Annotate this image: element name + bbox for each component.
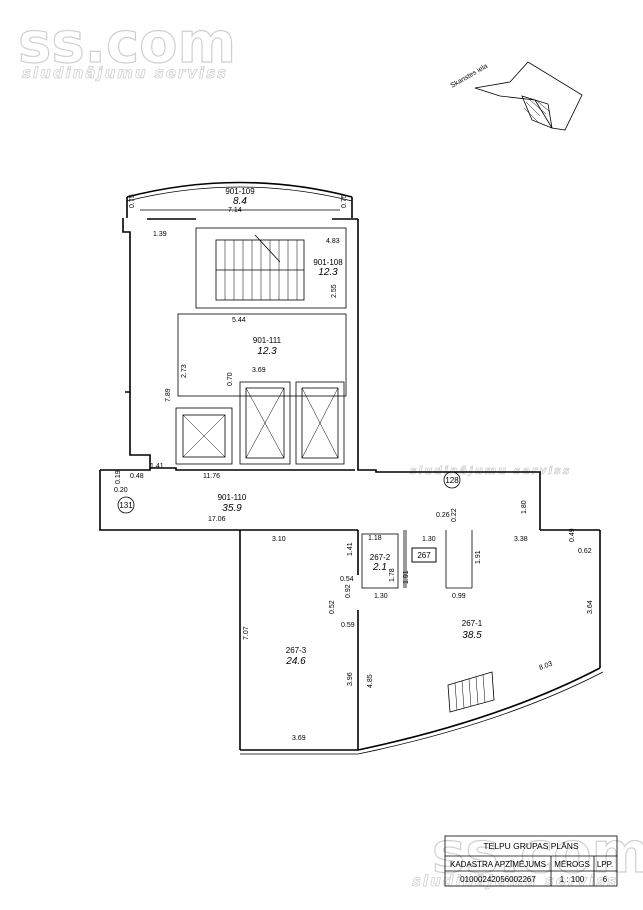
dim-label: 0.48 [130, 473, 144, 480]
building-walls [99, 218, 604, 755]
dim-label: 7.89 [165, 388, 172, 402]
room-area-901-108: 12.3 [318, 267, 338, 278]
dim-label: 11.76 [203, 473, 220, 480]
dim-label: 0.54 [340, 576, 354, 583]
title-block-page-value: 6 [603, 875, 608, 884]
watermark-tagline-mid: sludinājumu serviss [410, 464, 571, 477]
room-area-901-111: 12.3 [257, 346, 277, 357]
dim-label: 4.83 [326, 238, 340, 245]
dim-label: 0.26 [436, 512, 450, 519]
street-label: Skanstes iela [450, 63, 490, 90]
elevator-shafts [175, 381, 345, 465]
dim-label: 1.30 [422, 536, 436, 543]
dim-label: 17.06 [208, 516, 226, 523]
room-area-901-109: 8.4 [233, 196, 247, 207]
room-id-267-2: 267-2 [370, 553, 391, 562]
dim-label: 0.62 [578, 548, 592, 555]
dim-label: 1.80 [521, 500, 528, 514]
dim-label: 0.20 [114, 487, 128, 494]
title-block-title: TELPU GRUPAS PLĀNS [483, 841, 579, 851]
dim-label: 5.44 [232, 317, 246, 324]
title-block-scale-value: 1 : 100 [560, 875, 585, 884]
dim-label: 2.55 [331, 284, 338, 298]
room-id-901-109: 901-109 [225, 187, 255, 196]
room-labels: 901-109 8.4 901-108 12.3 901-111 12.3 90… [218, 187, 483, 667]
dim-label: 7.14 [228, 207, 242, 214]
room-id-901-108: 901-108 [313, 258, 343, 267]
room-area-267-2: 2.1 [372, 562, 387, 573]
title-block: TELPU GRUPAS PLĀNS KADASTRA APZĪMĒJUMS M… [444, 835, 618, 887]
dim-label: 1.18 [368, 535, 382, 542]
dim-label: 2.73 [181, 364, 188, 378]
dim-label: 0.75 [129, 194, 136, 208]
room-id-267-3: 267-3 [286, 646, 307, 655]
room-901-111-outline [177, 313, 347, 397]
location-inset: Skanstes iela [450, 61, 583, 131]
room-area-267-1: 38.5 [462, 630, 482, 641]
title-block-header-scale: MĒROGS [554, 860, 590, 869]
marker-131: 131 [119, 501, 133, 510]
dim-label: 0.49 [569, 528, 576, 542]
marker-128: 128 [445, 476, 459, 485]
dim-label: 3.38 [514, 536, 528, 543]
dim-label: 1.30 [374, 593, 388, 600]
dim-label: 3.96 [347, 672, 354, 686]
dim-label: 1.41 [347, 542, 354, 556]
dim-label: 0.75 [341, 194, 348, 208]
room-area-267-3: 24.6 [285, 656, 306, 667]
dim-label: 0.22 [451, 508, 458, 522]
dim-label: 1.78 [389, 568, 396, 582]
watermark-brand-bottom: ss.com [432, 821, 643, 886]
dim-label: 3.69 [252, 367, 266, 374]
title-block-header-cadastre: KADASTRA APZĪMĒJUMS [450, 860, 546, 869]
watermark-brand: ss.com [18, 11, 236, 76]
room-id-901-111: 901-111 [253, 336, 282, 345]
dim-label: 1.39 [153, 231, 167, 238]
room-area-901-110: 35.9 [222, 503, 242, 514]
dim-label: 0.52 [329, 600, 336, 614]
watermark-tagline: sludinājumu serviss [22, 64, 228, 82]
dim-label: 3.64 [587, 600, 594, 614]
room-id-267-1: 267-1 [462, 619, 483, 628]
dim-label: 0.99 [452, 593, 466, 600]
dim-label: 3.10 [272, 536, 286, 543]
dim-label: 4.85 [367, 674, 374, 688]
dim-label: 0.70 [227, 372, 234, 386]
stairwell-901-108 [195, 227, 347, 309]
balcony-901-109 [126, 181, 353, 218]
title-block-header-page: LPP. [597, 860, 613, 869]
dim-label: 1.41 [150, 463, 164, 470]
dim-label: 1.91 [403, 570, 410, 584]
dim-label: 0.59 [341, 622, 355, 629]
dimension-labels: 0.75 7.14 0.75 1.39 4.83 2.55 5.44 2.73 … [114, 194, 594, 742]
dim-label: 0.92 [345, 584, 352, 598]
watermark: ss.com sludinājumu serviss ss.com sludin… [17, 10, 643, 890]
dim-label: 1.91 [475, 550, 482, 564]
interior-stair [447, 671, 495, 713]
dim-label: 3.69 [292, 735, 306, 742]
unit-number-box [411, 547, 437, 563]
dim-label: 8.03 [538, 661, 553, 672]
unit-number: 267 [417, 551, 431, 560]
title-block-cadastre-value: 01000242056002267 [460, 875, 536, 884]
dim-label: 7.07 [243, 626, 250, 640]
circle-markers: 131 128 [117, 471, 461, 514]
dim-label: 0.19 [115, 470, 122, 484]
room-id-901-110: 901-110 [218, 493, 247, 502]
